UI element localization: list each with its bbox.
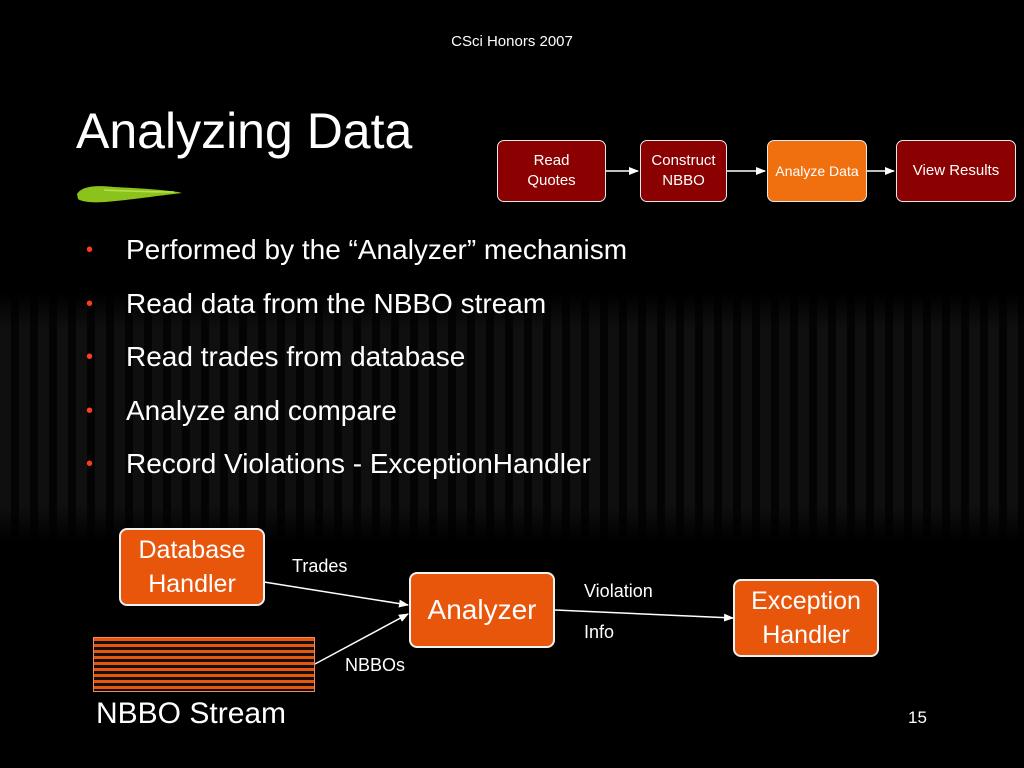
slide-header: CSci Honors 2007: [451, 33, 573, 50]
diagram-connectors: [263, 581, 734, 665]
flow-step-construct-nbbo: Construct NBBO: [640, 140, 727, 202]
bullet-dot-icon: •: [86, 399, 94, 422]
nbbos-edge-label: NBBOs: [345, 655, 406, 675]
bullet-item: • Record Violations - ExceptionHandler: [86, 442, 627, 496]
bullet-text: Read data from the NBBO stream: [126, 287, 547, 319]
bullet-item: • Read data from the NBBO stream: [86, 282, 627, 336]
bullet-dot-icon: •: [86, 292, 94, 315]
trades-arrow: [263, 581, 409, 608]
flow-step-label: Construct NBBO: [651, 152, 716, 189]
bullet-text: Record Violations - ExceptionHandler: [126, 448, 591, 479]
bullet-item: • Read trades from database: [86, 335, 627, 389]
bullet-item: • Performed by the “Analyzer” mechanism: [86, 228, 627, 282]
bullet-text: Read trades from database: [126, 341, 466, 372]
bullet-dot-icon: •: [86, 453, 94, 475]
nbbos-arrow: [314, 613, 409, 665]
nbbo-stream-graphic: [93, 637, 315, 692]
database-handler-label: Database Handler: [138, 536, 246, 598]
analyzer-box: Analyzer: [409, 572, 555, 648]
bullet-item: • Analyze and compare: [86, 389, 627, 443]
violation-arrow: [554, 609, 734, 622]
bullet-list: • Performed by the “Analyzer” mechanism •…: [86, 228, 627, 496]
info-edge-label: Info: [584, 622, 615, 642]
bullet-text: Analyze and compare: [126, 394, 397, 426]
nbbo-stream-label: NBBO Stream: [96, 697, 287, 730]
flow-step-analyze-data: Analyze Data: [767, 140, 867, 202]
page-number: 15: [908, 708, 927, 727]
bullet-dot-icon: •: [86, 239, 94, 261]
exception-handler-label: Exception Handler: [751, 587, 861, 649]
violation-edge-label: Violation: [584, 581, 653, 601]
flow-step-read-quotes: Read Quotes: [497, 140, 606, 202]
analyzer-label: Analyzer: [427, 594, 537, 625]
database-handler-box: Database Handler: [119, 528, 265, 606]
bullet-dot-icon: •: [86, 346, 94, 368]
title-underline-swash: [77, 186, 182, 203]
flow-step-label: Read Quotes: [527, 152, 576, 189]
exception-handler-box: Exception Handler: [733, 579, 879, 657]
bullet-text: Performed by the “Analyzer” mechanism: [126, 234, 628, 265]
slide-title: Analyzing Data: [76, 103, 413, 159]
flow-step-label: View Results: [912, 162, 1000, 179]
trades-edge-label: Trades: [292, 556, 348, 576]
flow-step-view-results: View Results: [896, 140, 1016, 202]
flow-step-label: Analyze Data: [775, 163, 859, 179]
background-stripes-fade: [0, 292, 1024, 542]
